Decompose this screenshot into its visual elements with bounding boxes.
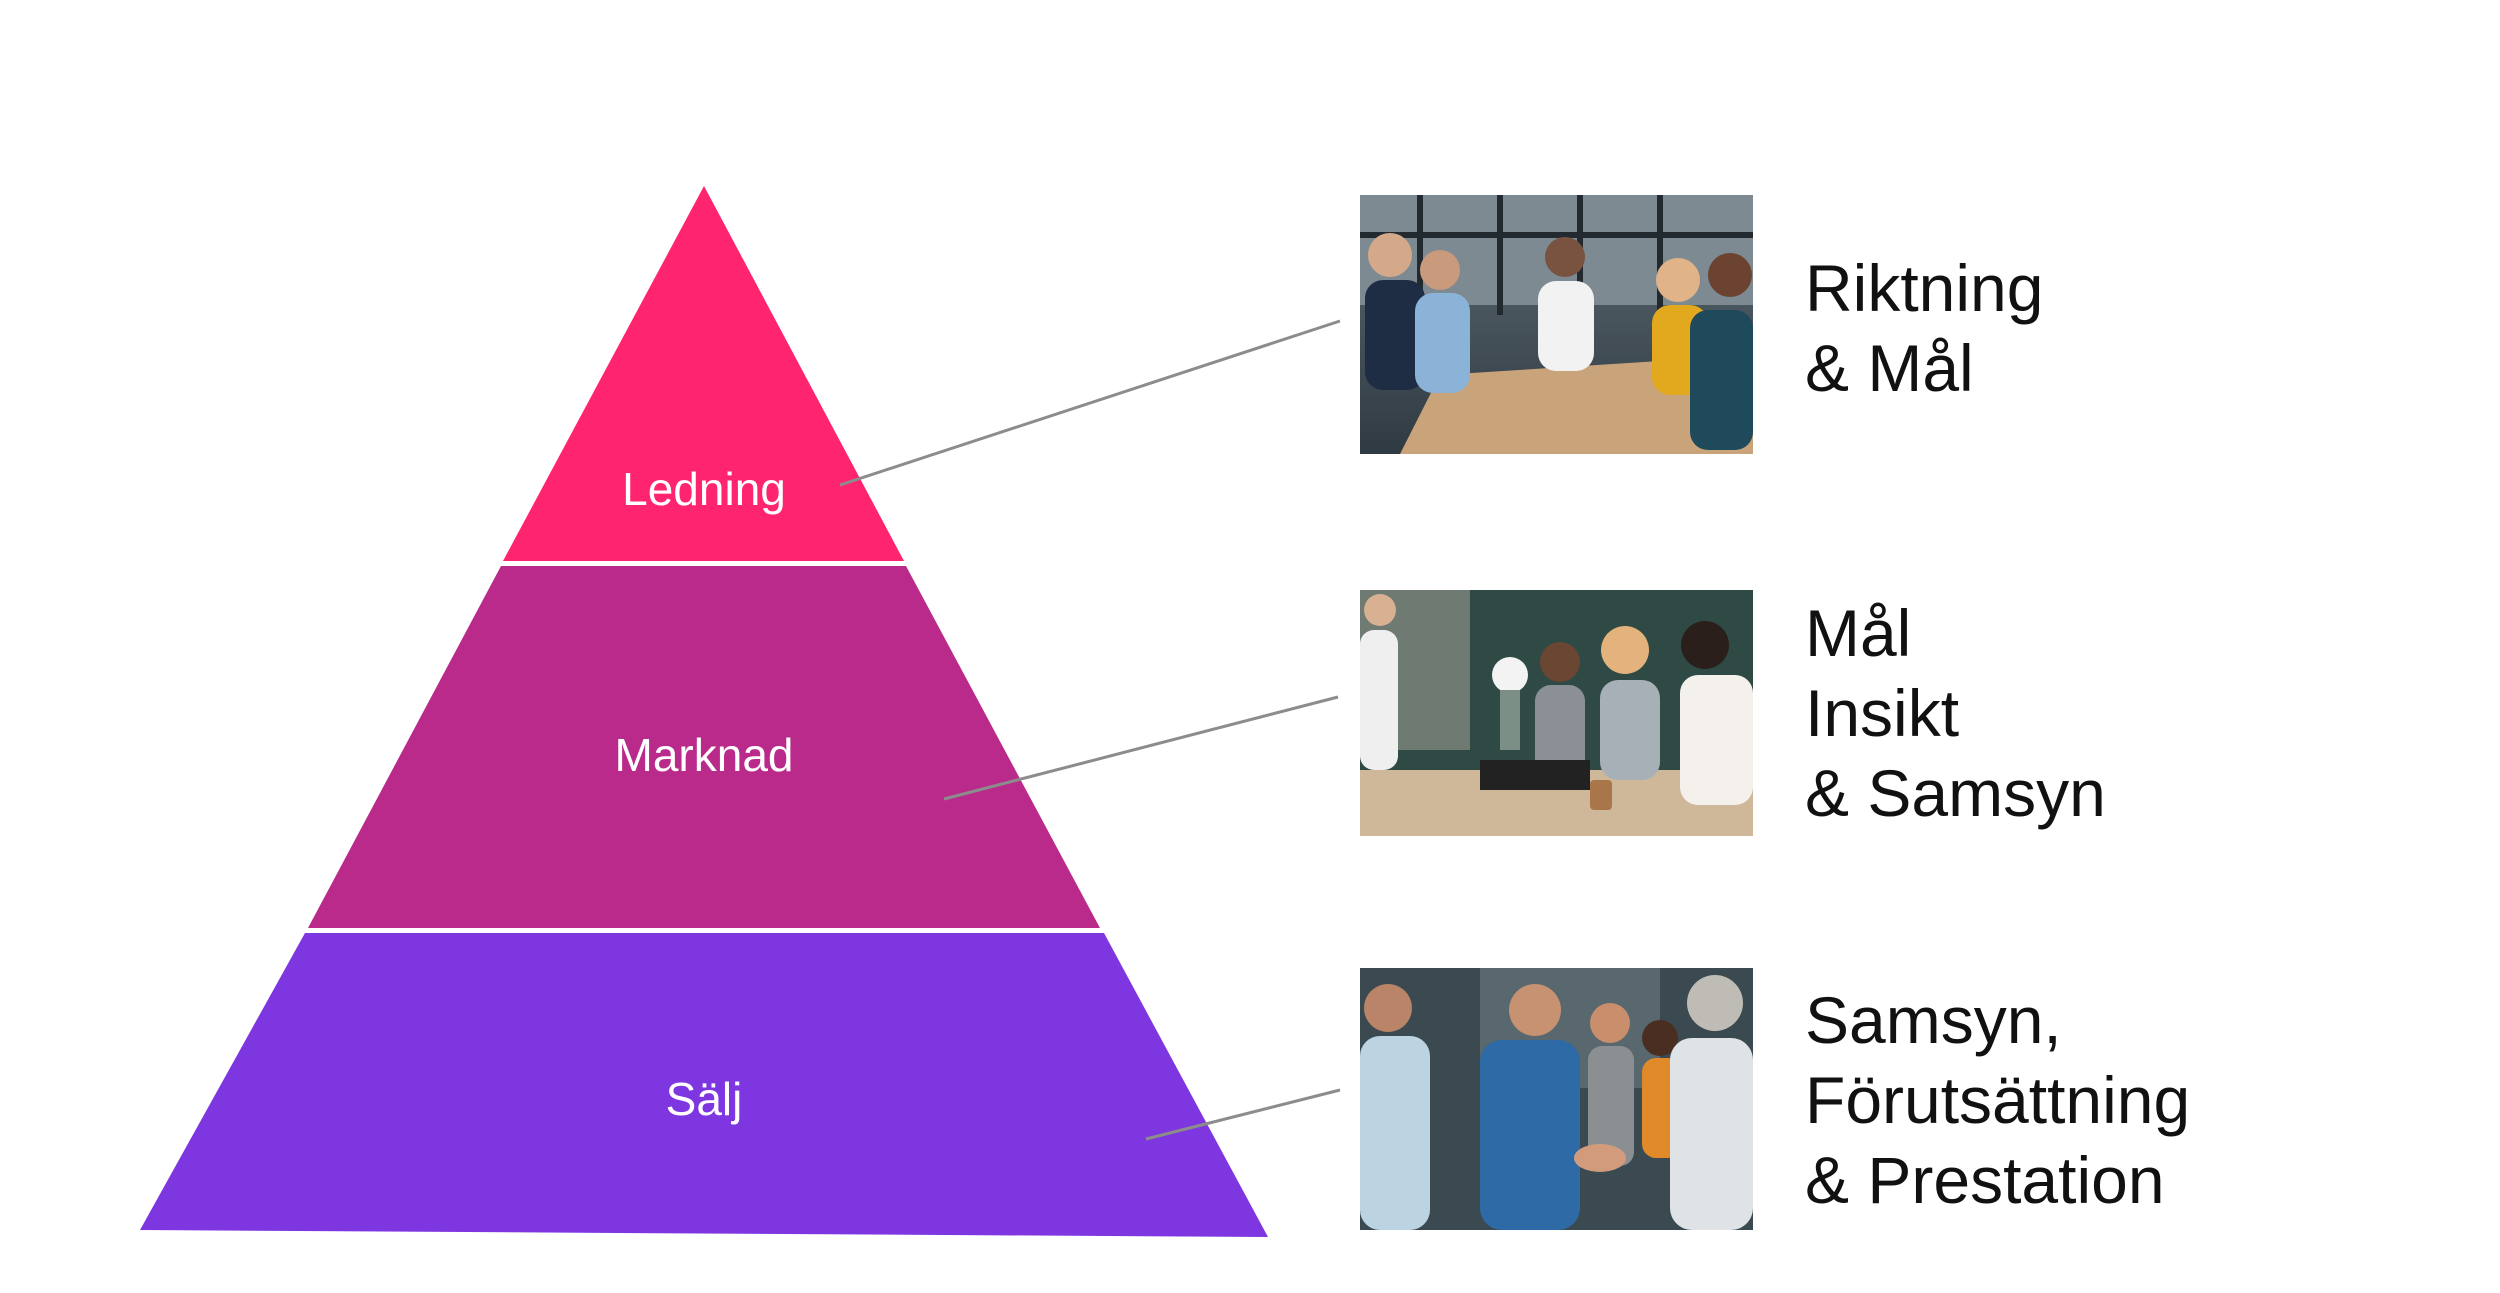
discussion-photo xyxy=(1360,590,1753,836)
connector-line-top xyxy=(839,319,1341,487)
handshake-photo xyxy=(1360,968,1753,1230)
description-top-line-1: Riktning xyxy=(1805,251,2044,325)
pyramid-tier-top xyxy=(503,186,904,561)
tier-label-middle: Marknad xyxy=(615,729,794,781)
tier-label-bottom: Sälj xyxy=(666,1073,743,1125)
description-middle-line-1: Mål xyxy=(1805,596,1912,670)
meeting-photo xyxy=(1360,195,1753,454)
description-bottom: Samsyn, Förutsättning & Prestation xyxy=(1805,980,2190,1220)
description-middle-line-3: & Samsyn xyxy=(1805,756,2106,830)
description-top: Riktning & Mål xyxy=(1805,248,2043,408)
description-bottom-line-2: Förutsättning xyxy=(1805,1063,2191,1137)
tier-label-top: Ledning xyxy=(622,463,786,515)
connector-line-bottom xyxy=(1145,1088,1341,1141)
description-top-line-2: & Mål xyxy=(1805,331,1974,405)
description-middle-line-2: Insikt xyxy=(1805,676,1960,750)
description-middle: Mål Insikt & Samsyn xyxy=(1805,593,2106,833)
pyramid-tier-middle xyxy=(308,566,1100,928)
connector-line-middle xyxy=(943,695,1339,801)
description-bottom-line-1: Samsyn, xyxy=(1805,983,2062,1057)
description-bottom-line-3: & Prestation xyxy=(1805,1143,2165,1217)
pyramid-tier-bottom xyxy=(140,933,1268,1237)
